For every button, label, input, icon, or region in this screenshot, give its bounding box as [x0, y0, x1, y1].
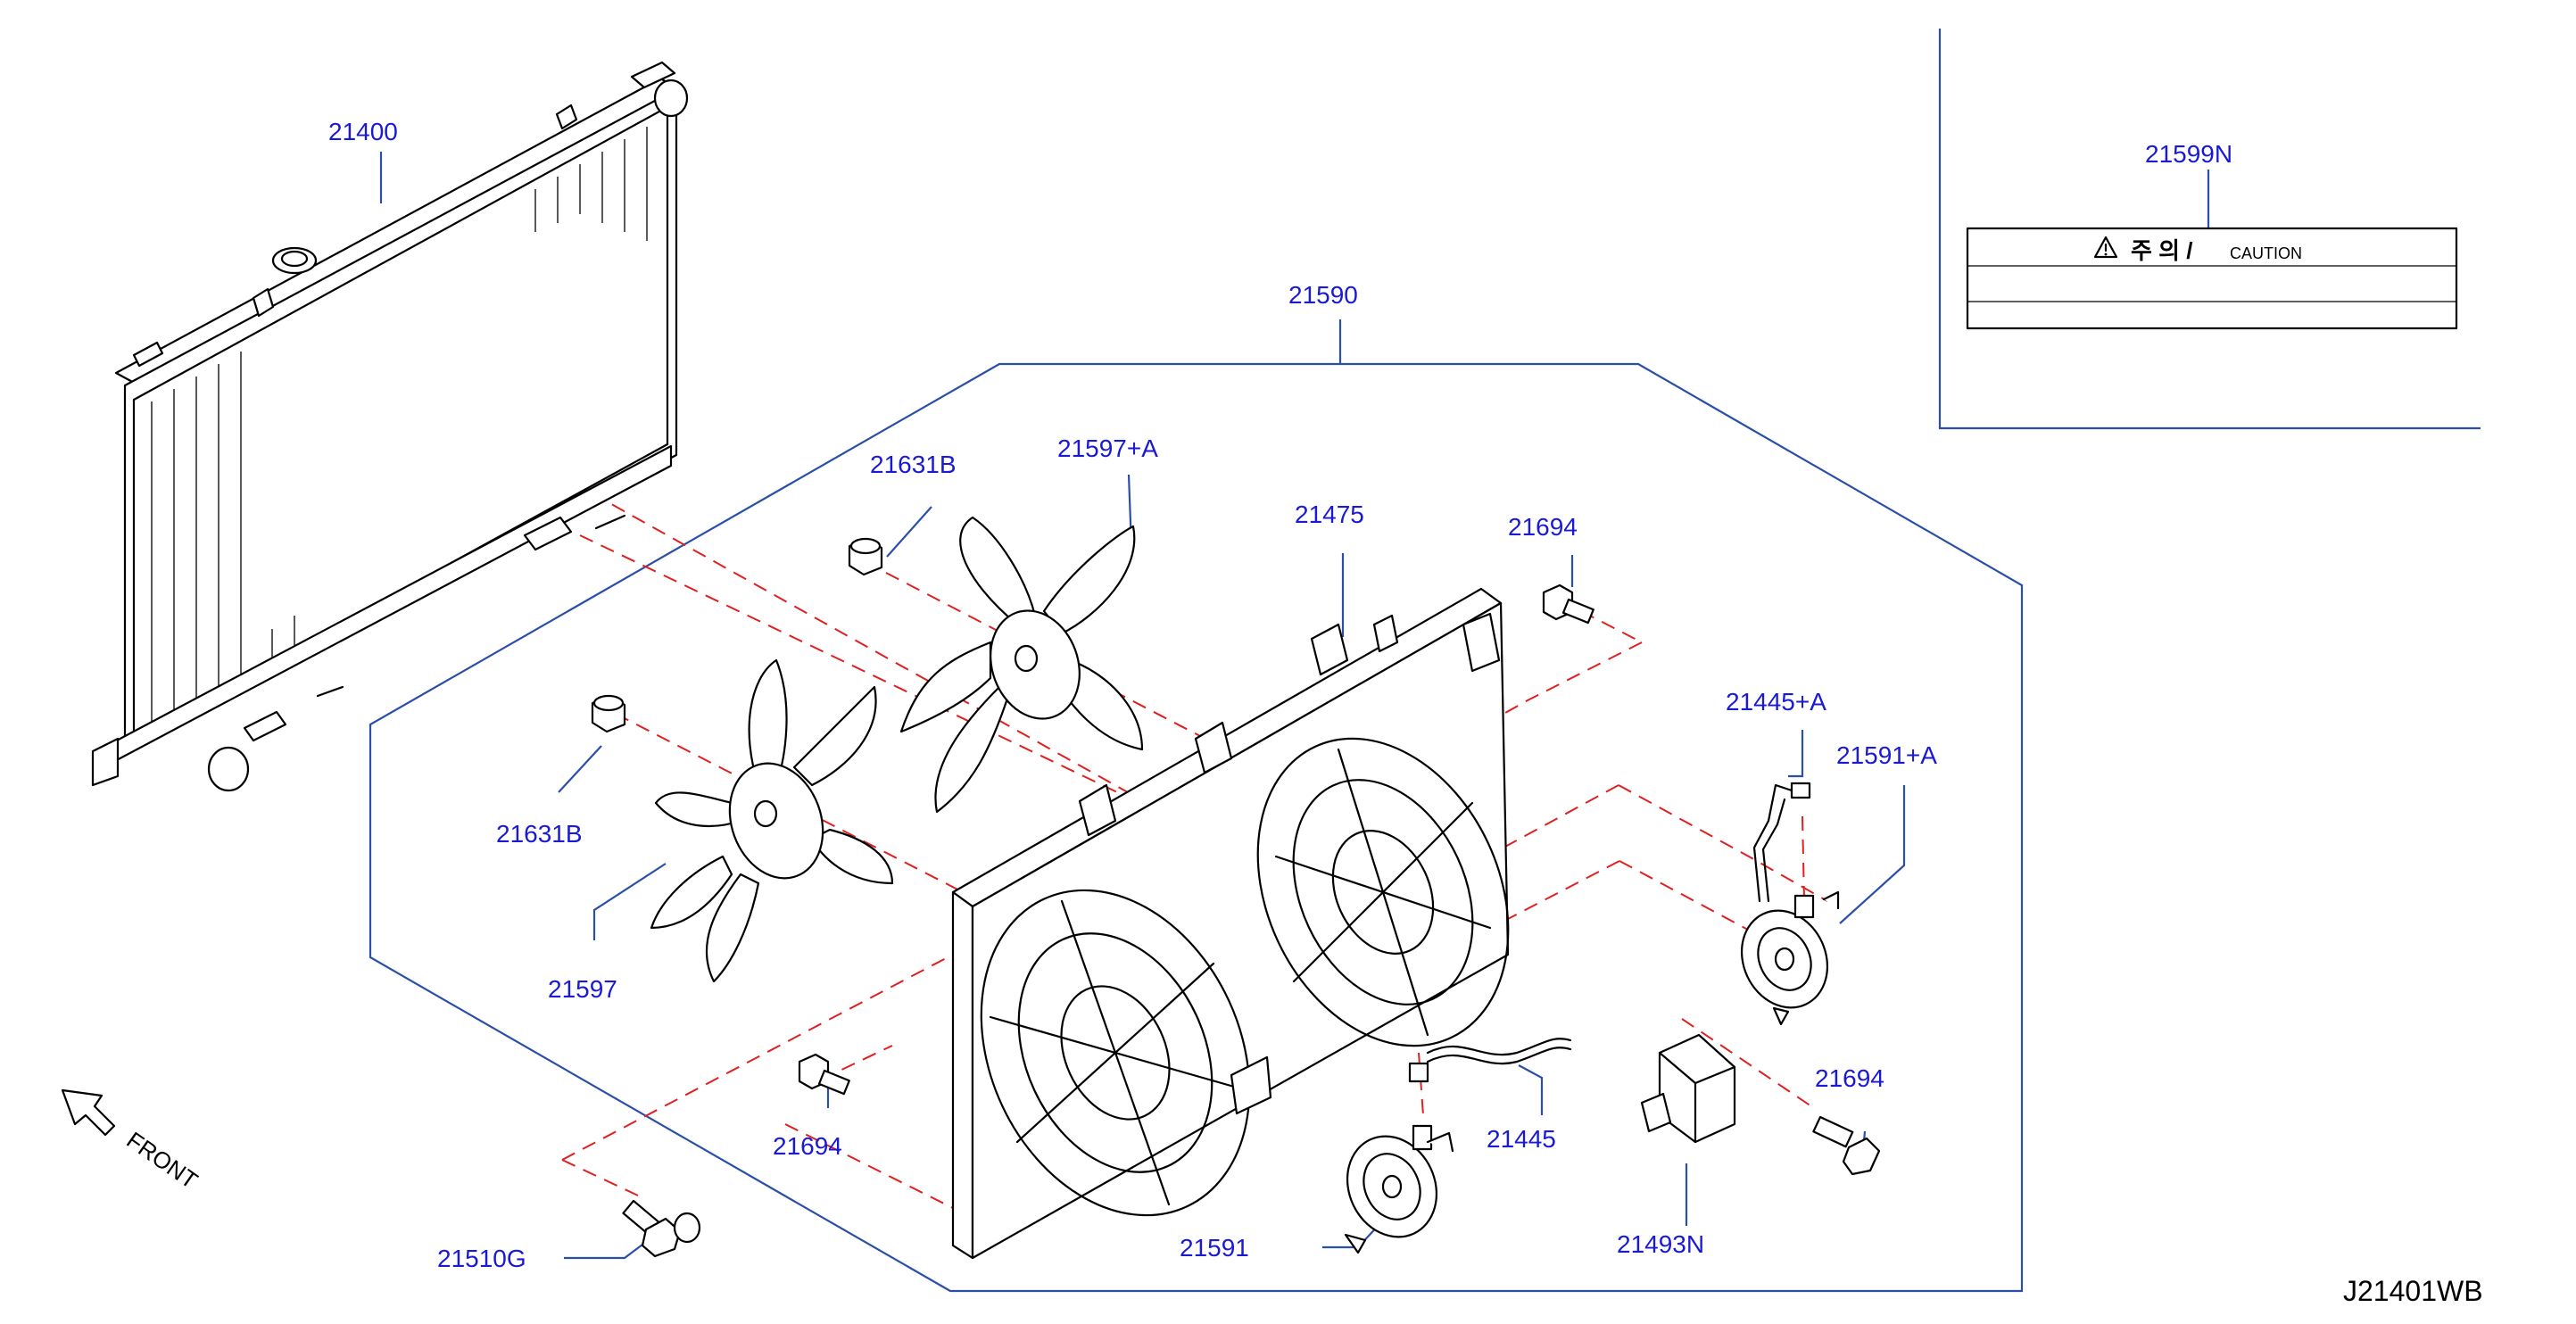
label-nut-lower: 21631B: [496, 820, 583, 848]
label-motor: 21591: [1180, 1234, 1249, 1262]
bolt-right-drawing: [1812, 1115, 1881, 1176]
label-motor-a: 21591+A: [1836, 741, 1937, 769]
bolt-left-drawing: [798, 1053, 850, 1096]
label-fan-lower: 21597: [548, 975, 617, 1003]
caution-korean-text: 주 의 /: [2131, 237, 2193, 264]
label-harness: 21445: [1487, 1125, 1556, 1153]
label-bolt-right: 21694: [1815, 1064, 1884, 1092]
label-harness-a: 21445+A: [1726, 688, 1826, 716]
diagram-reference: J21401WB: [2343, 1275, 2483, 1307]
label-radiator: 21400: [328, 118, 398, 145]
label-bolt-upper: 21694: [1508, 513, 1578, 541]
lower-fan-drawing: [650, 658, 894, 983]
radiator-drawing: [91, 61, 689, 792]
label-resistor: 21493N: [1617, 1230, 1704, 1258]
label-caution: 21599N: [2145, 140, 2232, 168]
caution-label: [1966, 227, 2458, 330]
front-arrow-icon: [61, 1088, 116, 1137]
resistor-drawing: [1640, 1033, 1736, 1144]
label-bolt-left: 21694: [773, 1132, 842, 1160]
nut-upper-drawing: [848, 537, 883, 576]
bolt-upper-drawing: [1542, 583, 1594, 625]
label-nut-upper: 21631B: [870, 451, 957, 478]
warning-triangle-icon: [2093, 236, 2118, 259]
fan-shroud-drawing: [951, 587, 1510, 1260]
label-fan-shroud-assy: 21590: [1288, 281, 1358, 309]
caution-label-drawing: 주 의 / CAUTION: [1966, 227, 2458, 330]
label-shroud: 21475: [1295, 501, 1364, 528]
motor-a-drawing: [1740, 890, 1840, 1026]
front-label: FRONT: [122, 1126, 203, 1194]
part-labels: 21400 21590 21599N 21631B 21597+A 21475 …: [328, 118, 2232, 1272]
nut-lower-drawing: [591, 694, 626, 733]
harness-drawing: [1408, 1038, 1572, 1083]
label-fan-upper: 21597+A: [1057, 434, 1158, 462]
upper-fan-drawing: [899, 516, 1144, 814]
label-bolt-bottom: 21510G: [437, 1245, 526, 1272]
bolt-bottom-drawing: [622, 1199, 701, 1258]
harness-a-drawing: [1752, 782, 1811, 903]
caution-english-text: CAUTION: [2230, 244, 2302, 262]
motor-drawing: [1344, 1124, 1454, 1254]
